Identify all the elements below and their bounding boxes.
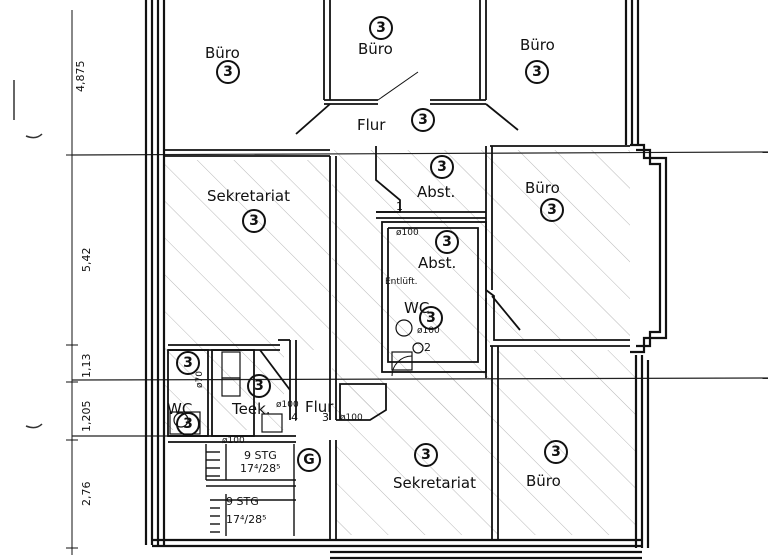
room-label-buero-3: Büro: [520, 36, 555, 54]
room-marker-badge: 3: [430, 155, 454, 179]
room-label-teekueche: Teek.: [232, 400, 271, 418]
room-label-abst-1: Abst.: [417, 183, 456, 201]
room-label-buero-5: Büro: [526, 472, 561, 490]
stair-step-ratio: 17⁴/28⁵: [240, 462, 281, 475]
door-swings: [377, 71, 419, 377]
room-label-flur-top: Flur: [357, 116, 386, 134]
stair-step-count: 9 STG: [244, 449, 277, 462]
room-marker-badge: 3: [216, 60, 240, 84]
room-marker-badge: 3: [369, 16, 393, 40]
interior-walls: [164, 0, 630, 540]
wall-number: 1: [396, 200, 403, 213]
hatched-floor-areas: [164, 150, 636, 535]
pipe-annotation: ø100: [276, 400, 299, 410]
room-marker-badge: 3: [176, 412, 200, 436]
room-marker-badge: 3: [176, 351, 200, 375]
room-marker-badge: 3: [544, 440, 568, 464]
pipe-annotation: ø100: [222, 436, 245, 446]
room-label-flur-bottom: Flur: [305, 398, 334, 416]
pipe-annotation: ø100: [340, 413, 363, 423]
room-marker-badge: 3: [435, 230, 459, 254]
room-label-abst-2: Abst.: [418, 254, 457, 272]
binder-marks: [13, 80, 43, 429]
room-label-buero-4: Büro: [525, 179, 560, 197]
stair-step-ratio: 17⁴/28⁵: [226, 513, 267, 526]
pipe-annotation: ø70: [195, 371, 205, 388]
ventilation-annotation: Entlüft.: [385, 277, 418, 287]
dimension-chain: [66, 10, 78, 555]
staircase: [205, 444, 296, 536]
room-marker-badge: 3: [411, 108, 435, 132]
pipe-annotation: ø100: [417, 326, 440, 336]
room-marker-badge: 3: [414, 443, 438, 467]
room-label-buero-1: Büro: [205, 44, 240, 62]
room-label-sekretariat-1: Sekretariat: [207, 187, 290, 205]
room-marker-badge: 3: [419, 306, 443, 330]
dimension-text-1205: 1,205: [80, 400, 93, 433]
room-label-sekretariat-2: Sekretariat: [393, 474, 476, 492]
fixture-number: 3: [322, 411, 329, 424]
room-marker-badge: 3: [540, 198, 564, 222]
room-marker-g-badge: G: [297, 448, 321, 472]
room-marker-badge: 3: [242, 209, 266, 233]
dimension-text-542: 5,42: [80, 247, 93, 273]
fixture-number: 2: [424, 341, 431, 354]
pipe-annotation: ø100: [396, 228, 419, 238]
room-label-buero-2: Büro: [358, 40, 393, 58]
dimension-text-4875: 4,875: [74, 60, 87, 93]
room-marker-badge: 3: [525, 60, 549, 84]
dimension-text-113: 1,13: [80, 353, 93, 379]
outer-walls: [144, 0, 668, 560]
dimension-text-276: 2,76: [80, 481, 93, 507]
fixture-number: 4: [291, 411, 298, 424]
room-marker-badge: 3: [247, 374, 271, 398]
stair-step-count: 9 STG: [226, 495, 259, 508]
